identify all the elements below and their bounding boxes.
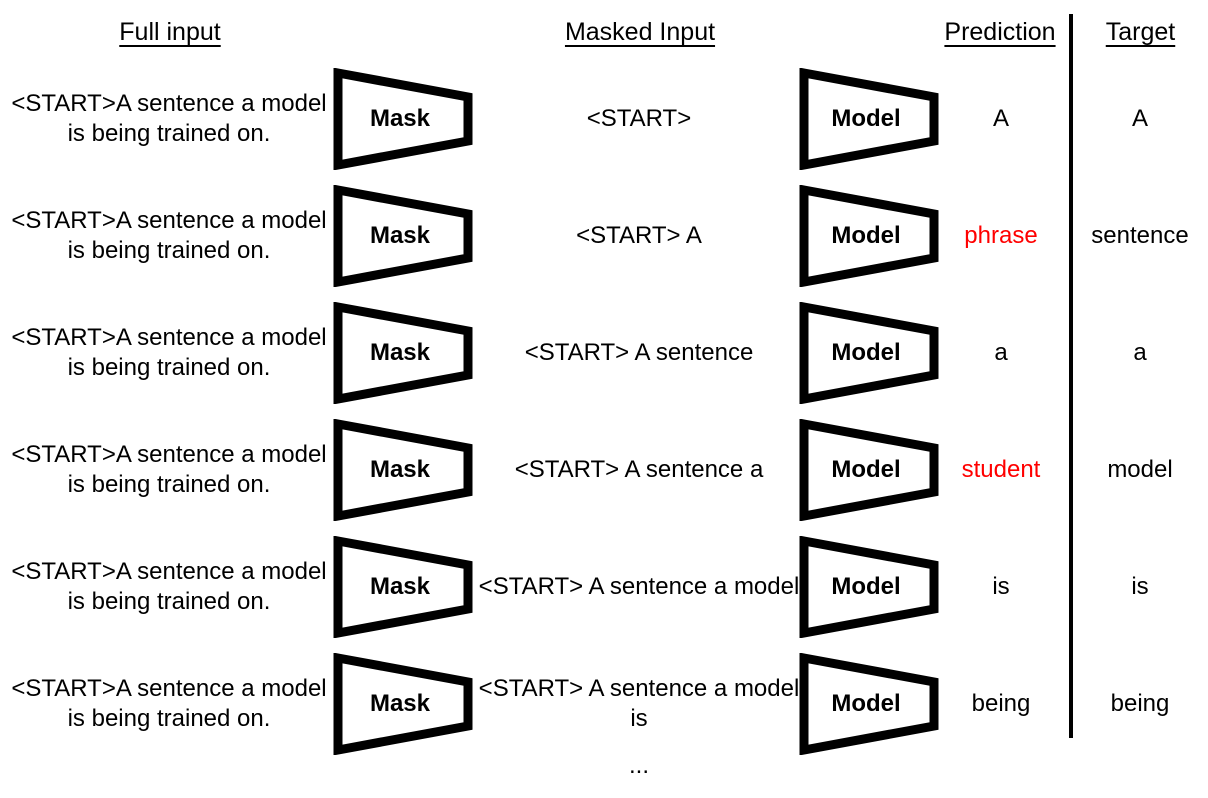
mask-block: Mask	[333, 418, 473, 521]
model-block-label: Model	[831, 221, 901, 249]
diagram-row-2: <START>A sentence a model is being train…	[0, 177, 1208, 294]
diagram-row-3: <START>A sentence a model is being train…	[0, 294, 1208, 411]
model-block: Model	[799, 184, 939, 287]
trapezoid-shape-icon	[333, 652, 473, 755]
prediction-text: A	[992, 104, 1009, 132]
prediction-target-divider	[1069, 14, 1073, 738]
column-header-masked-input: Masked Input	[564, 18, 716, 46]
prediction-text: a	[994, 338, 1008, 366]
prediction-text: being	[971, 689, 1031, 717]
trapezoid-shape-icon	[799, 652, 939, 755]
trapezoid-shape-icon	[333, 67, 473, 170]
trapezoid-shape-icon	[333, 418, 473, 521]
trapezoid-shape-icon	[333, 535, 473, 638]
mask-block-label: Mask	[369, 104, 431, 132]
target-text: A	[1131, 104, 1148, 132]
model-block-label: Model	[831, 572, 901, 600]
model-block-label: Model	[831, 455, 901, 483]
trapezoid-shape-icon	[799, 67, 939, 170]
full-input-text: <START>A sentence a model is being train…	[11, 557, 327, 615]
column-header-target: Target	[1105, 18, 1176, 46]
target-text: a	[1133, 338, 1147, 366]
mask-block-label: Mask	[369, 221, 431, 249]
masked-input-text: <START> A sentence	[524, 338, 754, 366]
target-text: being	[1110, 689, 1170, 717]
prediction-text: phrase	[964, 221, 1038, 249]
mask-block-label: Mask	[369, 689, 431, 717]
full-input-text: <START>A sentence a model is being train…	[11, 674, 327, 732]
diagram-row-6: <START>A sentence a model is being train…	[0, 645, 1208, 762]
column-header-full-input: Full input	[119, 18, 221, 46]
mask-block-label: Mask	[369, 455, 431, 483]
diagram-row-4: <START>A sentence a model is being train…	[0, 411, 1208, 528]
prediction-text: is	[992, 572, 1010, 600]
continuation-ellipsis: ...	[628, 752, 649, 779]
full-input-text: <START>A sentence a model is being train…	[11, 323, 327, 381]
target-text: is	[1131, 572, 1149, 600]
target-text: sentence	[1091, 221, 1189, 249]
model-block-label: Model	[831, 338, 901, 366]
masked-input-text: <START> A sentence a model is	[478, 674, 800, 732]
model-block: Model	[799, 535, 939, 638]
trapezoid-shape-icon	[799, 535, 939, 638]
diagram-row-1: <START>A sentence a model is being train…	[0, 60, 1208, 177]
mask-block: Mask	[333, 535, 473, 638]
trapezoid-shape-icon	[333, 184, 473, 287]
model-block: Model	[799, 67, 939, 170]
mask-block: Mask	[333, 184, 473, 287]
trapezoid-shape-icon	[799, 418, 939, 521]
masked-input-text: <START>	[586, 104, 692, 132]
model-block: Model	[799, 652, 939, 755]
trapezoid-shape-icon	[799, 301, 939, 404]
mask-block-label: Mask	[369, 338, 431, 366]
masked-input-text: <START> A sentence a model	[478, 572, 800, 600]
masked-input-text: <START> A	[576, 221, 702, 249]
column-header-prediction: Prediction	[944, 18, 1056, 46]
trapezoid-shape-icon	[333, 301, 473, 404]
model-block: Model	[799, 301, 939, 404]
mask-block: Mask	[333, 652, 473, 755]
diagram-row-5: <START>A sentence a model is being train…	[0, 528, 1208, 645]
full-input-text: <START>A sentence a model is being train…	[11, 206, 327, 264]
mask-block: Mask	[333, 67, 473, 170]
trapezoid-shape-icon	[799, 184, 939, 287]
prediction-text: student	[961, 455, 1041, 483]
mask-block-label: Mask	[369, 572, 431, 600]
target-text: model	[1107, 455, 1173, 483]
full-input-text: <START>A sentence a model is being train…	[11, 440, 327, 498]
masked-input-text: <START> A sentence a	[514, 455, 764, 483]
model-block-label: Model	[831, 689, 901, 717]
model-block: Model	[799, 418, 939, 521]
full-input-text: <START>A sentence a model is being train…	[11, 89, 327, 147]
mask-block: Mask	[333, 301, 473, 404]
model-block-label: Model	[831, 104, 901, 132]
